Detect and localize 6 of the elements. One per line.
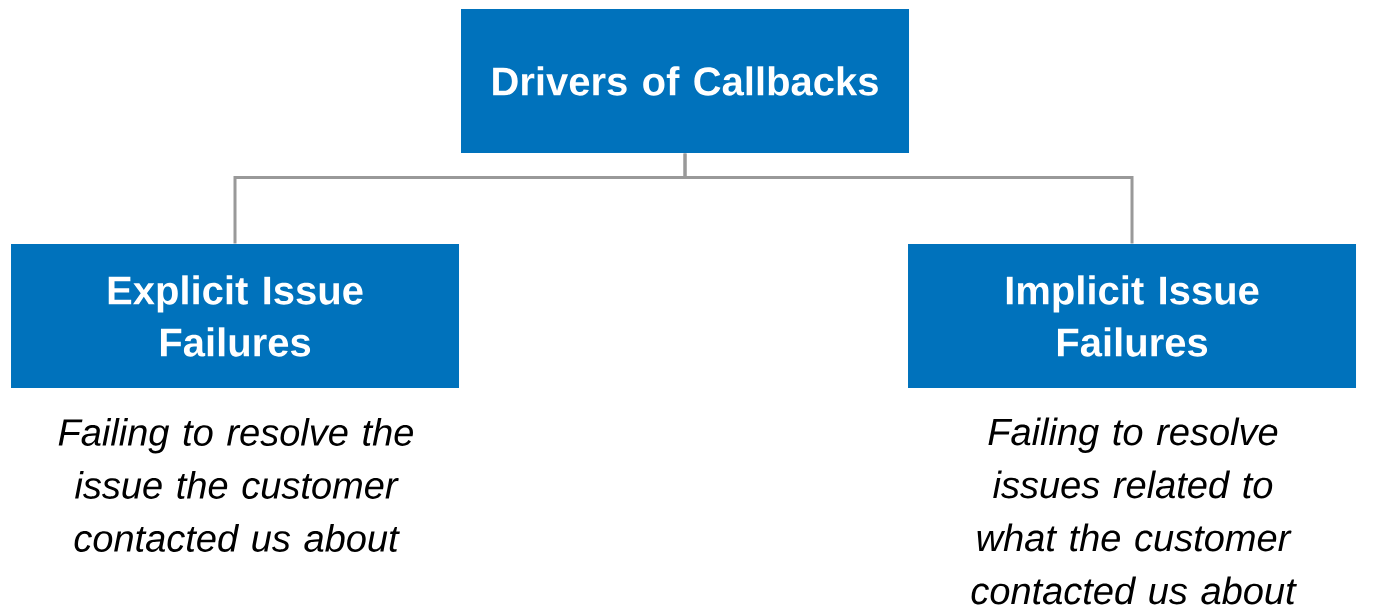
node-caption: Failing to resolve the issue the customer contacted us about <box>58 418 413 552</box>
connector-line <box>683 153 1134 244</box>
category-box: Explicit Issue Failures <box>11 244 459 388</box>
category-box: Implicit Issue Failures <box>908 244 1356 388</box>
category-box: Drivers of Callbacks <box>461 9 909 153</box>
node-caption: Failing to resolve issues related to what the customer contacted us about <box>971 417 1297 605</box>
